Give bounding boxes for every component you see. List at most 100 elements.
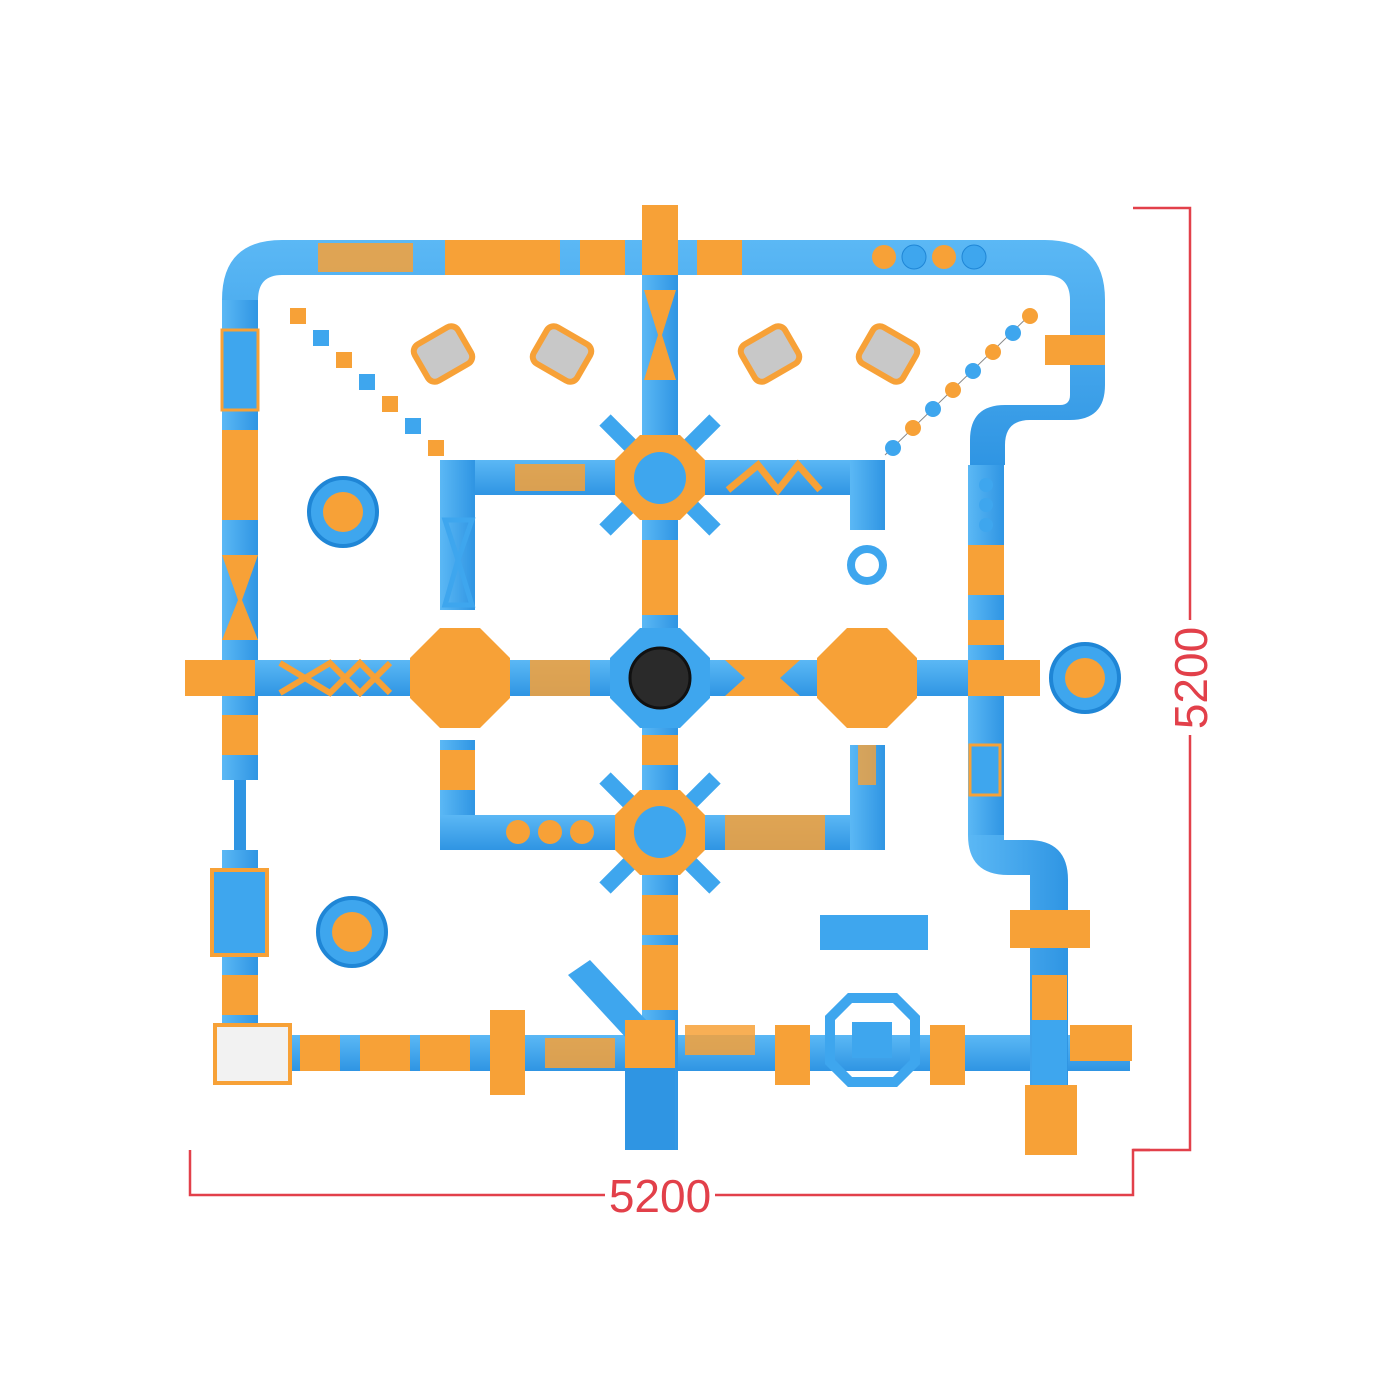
step <box>1005 325 1021 341</box>
diagonal-steps <box>290 308 1038 532</box>
left-segment <box>222 430 258 520</box>
left-entry <box>185 660 255 696</box>
step <box>945 382 961 398</box>
left-cage <box>210 868 269 957</box>
bottom-segment <box>545 1038 615 1068</box>
step <box>985 344 1001 360</box>
bottom-segment <box>300 1035 340 1071</box>
step <box>965 363 981 379</box>
center-segment <box>642 895 678 935</box>
roller-drum-icon <box>737 323 803 385</box>
bottom-segment <box>360 1035 410 1071</box>
inner-left-segment <box>440 750 475 790</box>
roller-drum-icon <box>855 323 921 385</box>
step <box>428 440 444 456</box>
bridge-connector <box>725 660 800 696</box>
slide-icon <box>625 1068 675 1150</box>
bottom-octagon-center <box>852 1022 892 1058</box>
blue-mat <box>820 915 928 950</box>
ball <box>538 820 562 844</box>
slides <box>568 960 675 1150</box>
top-segment <box>445 240 560 275</box>
drums <box>410 323 921 385</box>
octagon-platform-left <box>410 628 510 728</box>
star-hub-icon <box>634 806 686 858</box>
step <box>359 374 375 390</box>
step <box>336 352 352 368</box>
step <box>290 308 306 324</box>
dimension-lines: 5200 5200 <box>188 206 1217 1222</box>
bottom-slide-end <box>1025 1085 1077 1155</box>
inner-right-ladder <box>858 745 876 785</box>
step <box>979 478 993 492</box>
inner-top-zigzag <box>725 459 823 496</box>
top-ball <box>901 244 927 270</box>
horizontal-segment <box>530 660 590 696</box>
round-pod-center <box>323 492 363 532</box>
top-ball <box>932 245 956 269</box>
top-segment <box>580 240 625 275</box>
trampoline-icon <box>628 646 692 710</box>
ball <box>506 820 530 844</box>
bottom-segment <box>775 1025 810 1085</box>
top-ball <box>961 244 987 270</box>
step <box>885 440 901 456</box>
roller-drum-icon <box>529 323 595 385</box>
bottom-segment <box>685 1025 755 1055</box>
step <box>979 498 993 512</box>
round-pod-center <box>332 912 372 952</box>
platforms <box>410 414 917 894</box>
bottom-octagon-frame <box>825 993 920 1087</box>
right-entry <box>968 660 1040 696</box>
step <box>925 401 941 417</box>
left-hourglass <box>222 555 258 640</box>
left-segment <box>222 975 258 1015</box>
slide-junction <box>625 1020 675 1068</box>
step <box>979 518 993 532</box>
step <box>313 330 329 346</box>
left-segment <box>222 715 258 755</box>
left-zigzag <box>278 658 393 698</box>
inner-left-bar <box>440 460 475 610</box>
pods <box>307 476 1121 968</box>
step <box>905 420 921 436</box>
width-dimension-label: 5200 <box>609 1170 711 1222</box>
top-entry <box>642 205 678 275</box>
left-connector-beam <box>234 780 246 850</box>
right-segment <box>1032 1020 1067 1085</box>
inner-bottom-ladder <box>725 815 825 850</box>
height-dimension-label: 5200 <box>1165 627 1217 729</box>
right-segment <box>1032 975 1067 1020</box>
roller-drum-icon <box>410 323 476 385</box>
step <box>382 396 398 412</box>
top-segment <box>697 240 742 275</box>
right-segment <box>1010 910 1090 948</box>
star-hub-bottom <box>599 772 721 894</box>
center-hourglass <box>644 290 676 380</box>
inner-right-bar <box>850 460 885 530</box>
star-hub-icon <box>634 452 686 504</box>
right-segment <box>1045 335 1105 365</box>
octagon-platform-right <box>817 628 917 728</box>
center-cross <box>185 205 1040 1150</box>
top-ball <box>872 245 896 269</box>
star-hub-top <box>599 414 721 536</box>
center-grid-segment <box>642 945 678 1010</box>
bottom-segment <box>930 1025 965 1085</box>
corner-slide-white <box>213 1023 292 1085</box>
inner-right-ring <box>847 545 887 585</box>
height-dimension-line <box>1133 206 1192 1152</box>
center-segment <box>642 540 678 615</box>
round-pod-center <box>1065 658 1105 698</box>
left-ladder <box>220 328 260 412</box>
step <box>405 418 421 434</box>
outer-top-bar <box>222 240 1105 465</box>
inner-top-ladder <box>515 464 585 491</box>
top-ladder <box>318 243 413 272</box>
bottom-segment <box>1070 1025 1132 1061</box>
right-segment <box>968 620 1004 645</box>
inner-left-hourglass <box>441 517 476 608</box>
bottom-segment <box>420 1035 470 1071</box>
right-segment <box>968 545 1004 595</box>
